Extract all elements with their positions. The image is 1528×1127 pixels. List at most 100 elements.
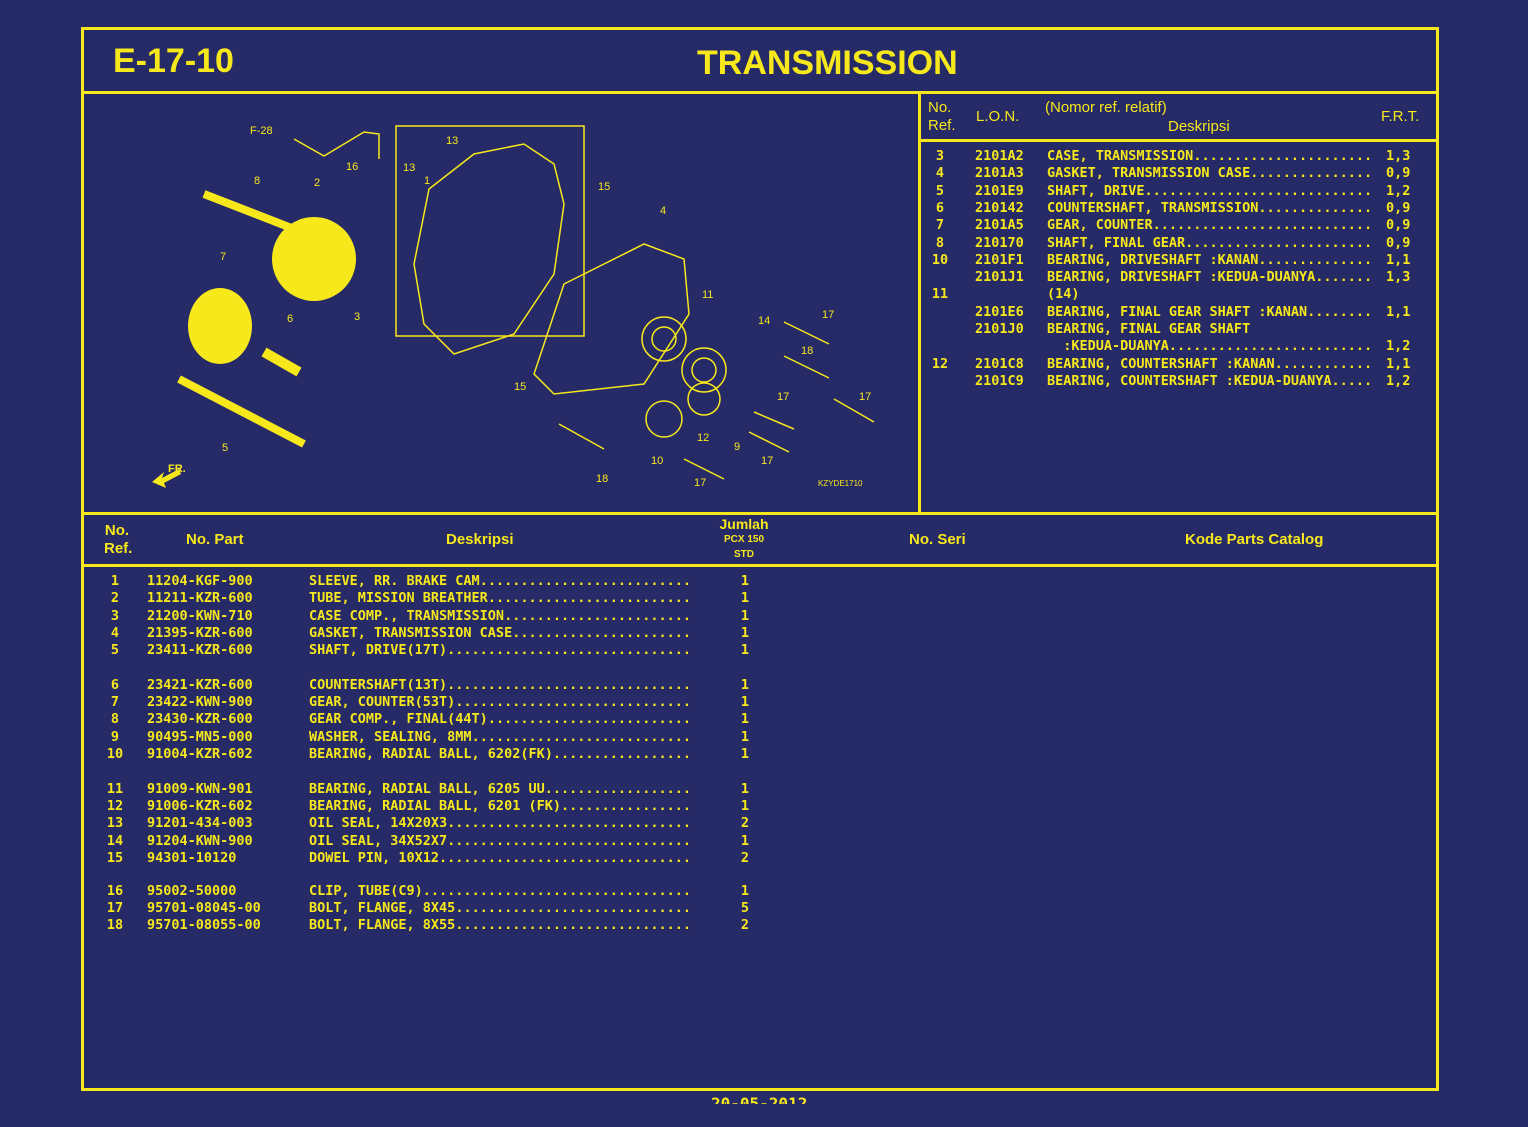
ref-row-desc: BEARING, COUNTERSHAFT :KEDUA-DUANYA [1047,373,1372,390]
part-row-qty: 1 [740,882,750,899]
part-row-desc: OIL SEAL, 14X20X3 [309,815,690,832]
part-row-number[interactable]: 91201-434-003 [147,815,253,832]
part-row-ref: 5 [110,642,120,659]
callout-label: 10 [651,455,663,467]
ref-row-desc: BEARING, FINAL GEAR SHAFT :KANAN [1047,304,1372,321]
part-row-number[interactable]: 21395-KZR-600 [147,624,253,641]
ref-row-ref: 4 [935,165,945,182]
part-row-desc: COUNTERSHAFT(13T) [309,677,690,694]
part-row-desc: BOLT, FLANGE, 8X55 [309,917,690,934]
part-row-qty: 1 [740,624,750,641]
ref-row-desc: (14) [1047,286,1080,303]
part-row-ref: 3 [110,607,120,624]
part-row-number[interactable]: 23422-KWN-900 [147,694,253,711]
part-row-number[interactable]: 23430-KZR-600 [147,711,253,728]
callout-label: 17 [859,391,871,403]
part-row-qty: 1 [740,780,750,797]
ref-row-desc: BEARING, DRIVESHAFT :KANAN [1047,252,1372,269]
callout-label: 18 [596,473,608,485]
part-row-desc: BEARING, RADIAL BALL, 6201 (FK) [309,798,690,815]
divider [918,139,1436,142]
part-row-number[interactable]: 94301-10120 [147,849,237,866]
part-row-ref: 18 [106,917,124,934]
part-row-qty: 1 [740,642,750,659]
exploded-diagram: F-28 2 8 16 13 13 1 15 4 7 6 3 11 14 17 … [152,125,875,489]
part-row-qty: 1 [740,607,750,624]
part-row-ref: 9 [110,728,120,745]
drive-shaft [177,375,306,448]
ref-row-lon: 2101F1 [975,251,1024,268]
part-row-number[interactable]: 95701-08045-00 [147,899,261,916]
ref-row-ref: 8 [935,234,945,251]
direction-label: FR. [168,463,186,475]
counter-gear [188,288,252,364]
ref-row-frt: 1,2 [1386,372,1411,389]
part-row-number[interactable]: 91204-KWN-900 [147,832,253,849]
ref-row-lon: 2101J0 [975,321,1024,337]
part-row-number[interactable]: 91004-KZR-602 [147,746,253,762]
divider [81,91,1436,94]
part-row-number[interactable]: 95701-08055-00 [147,917,261,934]
part-row-number[interactable]: 91006-KZR-602 [147,797,253,814]
part-row-qty: 1 [740,728,750,745]
ref-row-ref [922,321,958,338]
ref-header-no: No.Ref. [928,99,956,134]
callout-label: 4 [660,205,666,217]
callout-label: 2 [314,177,320,189]
divider [918,91,921,514]
parts-header-serial: No. Seri [909,531,966,548]
final-gear [272,217,356,301]
part-row-qty: 2 [740,815,750,832]
part-row-ref: 17 [106,899,124,916]
ref-row-lon: 2101J1 [975,269,1024,286]
ref-row-frt: 0,9 [1386,234,1411,251]
ref-row-frt: 1,3 [1386,269,1411,286]
ref-row-desc: COUNTERSHAFT, TRANSMISSION [1047,200,1372,217]
ref-row-lon: 2101E9 [975,182,1024,199]
part-row-ref: 13 [106,815,124,832]
part-row-number[interactable]: 21200-KWN-710 [147,607,253,624]
callout-label: 3 [354,311,360,323]
ref-row-lon: 210170 [975,234,1024,251]
callout-label: 17 [822,309,834,321]
part-row-number[interactable]: 23421-KZR-600 [147,676,253,693]
callout-label: 15 [598,181,610,193]
part-row-qty: 2 [740,917,750,934]
catalog-page-frame [81,27,1439,1091]
parts-header-qty: Jumlah PCX 150 STD [719,516,769,560]
part-row-desc: BEARING, RADIAL BALL, 6202(FK) [309,746,690,763]
part-row-desc: GASKET, TRANSMISSION CASE [309,625,690,642]
callout-label: 9 [734,441,740,453]
part-row-desc: WASHER, SEALING, 8MM [309,729,690,746]
part-row-number[interactable]: 95002-50000 [147,882,237,899]
part-row-qty: 1 [740,573,750,589]
part-row-number[interactable]: 11204-KGF-900 [147,573,253,589]
part-row-qty: 1 [740,590,750,607]
callout-label: 17 [761,455,773,467]
part-row-number[interactable]: 11211-KZR-600 [147,590,253,607]
callout-label: 13 [403,162,415,174]
ref-header-note: (Nomor ref. relatif) [1045,99,1167,116]
ref-row-ref: 6 [935,199,945,216]
ref-row-frt: 1,3 [1386,148,1411,164]
ref-row-frt: 0,9 [1386,199,1411,216]
callout-label: 15 [514,381,526,393]
callout-label: F-28 [250,125,273,137]
ref-row-ref: 3 [935,148,945,164]
parts-header-part: No. Part [186,531,244,548]
ref-row-lon: 210142 [975,199,1024,216]
part-row-number[interactable]: 90495-MN5-000 [147,728,253,745]
part-row-ref: 7 [110,694,120,711]
part-row-desc: OIL SEAL, 34X52X7 [309,833,690,850]
part-row-ref: 12 [106,797,124,814]
ref-row-frt: 1,2 [1386,338,1411,355]
part-row-number[interactable]: 91009-KWN-901 [147,780,253,797]
part-row-number[interactable]: 23411-KZR-600 [147,642,253,659]
ref-row-lon: 2101A5 [975,217,1024,234]
part-row-qty: 1 [740,832,750,849]
callout-label: 16 [346,161,358,173]
ref-row-frt: 1,1 [1386,355,1411,372]
gasket [533,243,690,395]
divider [81,564,1436,567]
page-title: TRANSMISSION [697,44,958,82]
